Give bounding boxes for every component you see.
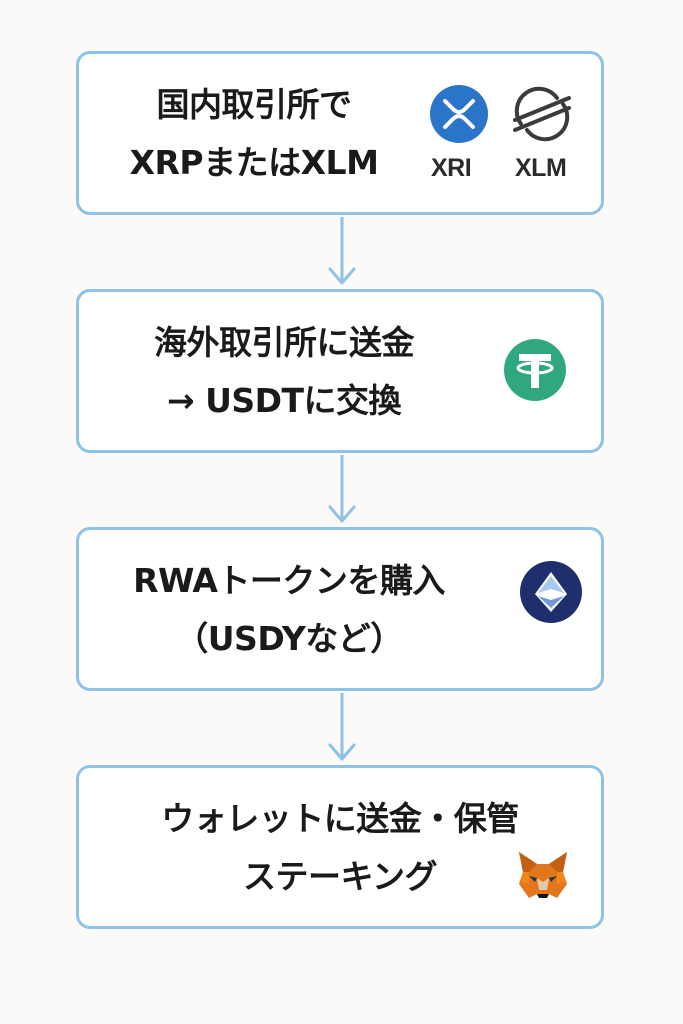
step-3-box: RWAトークンを購入 （USDYなど） — [76, 527, 604, 691]
xrp-label: XRI — [431, 154, 472, 182]
step-4-box: ウォレットに送金・保管 ステーキング — [76, 765, 604, 929]
xlm-logo-icon — [513, 86, 571, 142]
step-2-box: 海外取引所に送金 → USDTに交換 — [76, 289, 604, 453]
xlm-label: XLM — [515, 154, 567, 182]
step-4-line-1: ウォレットに送金・保管 — [161, 799, 519, 838]
ondo-diamond-icon — [520, 561, 582, 623]
step-2-text: 海外取引所に送金 → USDTに交換 — [79, 314, 489, 430]
step-1-line-2: XRPまたはXLM — [129, 143, 379, 182]
arrow-1-icon — [328, 217, 356, 285]
step-1-line-1: 国内取引所で — [156, 85, 353, 124]
step-3-text: RWAトークンを購入 （USDYなど） — [79, 552, 499, 668]
step-2-line-2: → USDTに交換 — [166, 381, 402, 420]
arrow-3-icon — [328, 693, 356, 761]
step-4-line-2: ステーキング — [242, 857, 438, 896]
step-3-line-1: RWAトークンを購入 — [133, 561, 445, 600]
step-3-line-2: （USDYなど） — [175, 619, 403, 658]
metamask-fox-icon — [519, 852, 567, 898]
step-2-line-1: 海外取引所に送金 — [154, 323, 415, 362]
step-4-text: ウォレットに送金・保管 ステーキング — [79, 790, 601, 906]
tether-logo-icon — [504, 339, 566, 401]
step-1-box: 国内取引所で XRPまたはXLM XRI XLM — [76, 51, 604, 215]
step-1-text: 国内取引所で XRPまたはXLM — [79, 76, 429, 192]
xrp-logo-icon — [430, 85, 488, 143]
arrow-2-icon — [328, 455, 356, 523]
